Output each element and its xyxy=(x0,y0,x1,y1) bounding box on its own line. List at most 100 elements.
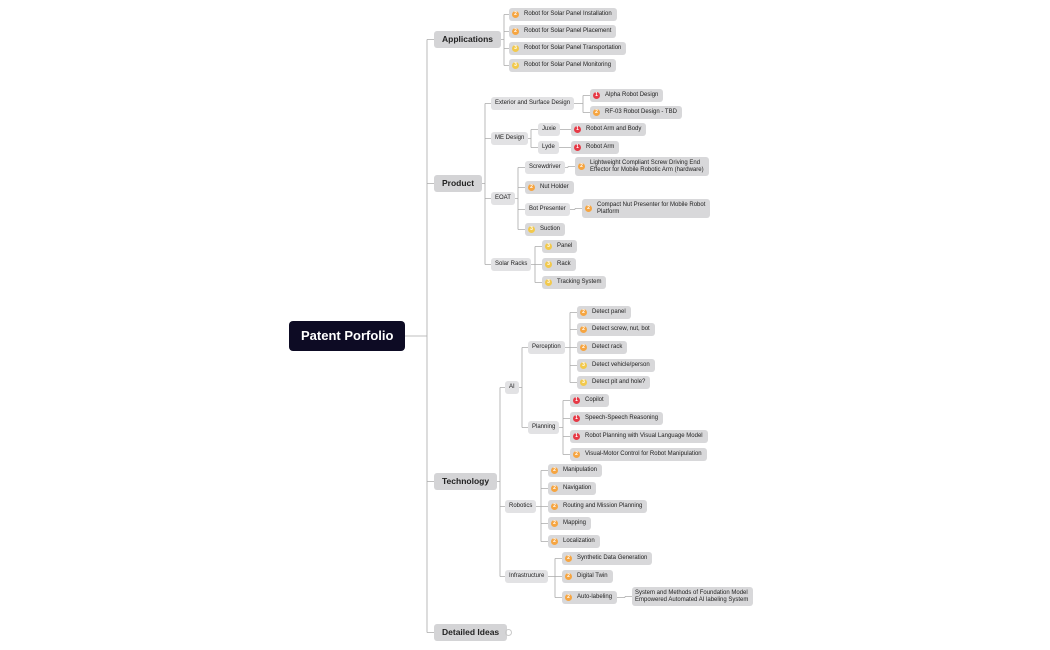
node-infrastructure[interactable]: Infrastructure xyxy=(505,570,549,583)
priority-2-icon: 2 xyxy=(580,309,587,316)
perception-item[interactable]: 3 Detect pit and hole? xyxy=(577,376,651,389)
connector-root xyxy=(405,39,434,633)
node-label: Digital Twin xyxy=(577,573,608,579)
connector-tech xyxy=(497,387,505,577)
node-ai[interactable]: AI xyxy=(505,381,519,394)
node-label: Visual-Motor Control for Robot Manipulat… xyxy=(585,451,702,457)
priority-3-icon: 3 xyxy=(580,362,587,369)
priority-3-icon: 3 xyxy=(580,379,587,386)
branch-technology[interactable]: Technology xyxy=(434,473,498,490)
priority-1-icon: 1 xyxy=(574,144,581,151)
node-exterior-surface-design[interactable]: Exterior and Surface Design xyxy=(491,97,575,110)
priority-2-icon: 2 xyxy=(528,184,535,191)
planning-item[interactable]: 1 Speech-Speech Reasoning xyxy=(570,412,664,425)
node-lyde[interactable]: Lyde xyxy=(538,141,559,154)
priority-2-icon: 2 xyxy=(551,485,558,492)
node-me-design[interactable]: ME Design xyxy=(491,132,529,145)
node-screwdriver[interactable]: Screwdriver xyxy=(525,161,565,174)
node-solar-racks[interactable]: Solar Racks xyxy=(491,258,532,271)
node-label: Detect pit and hole? xyxy=(592,379,646,385)
node-label: Speech-Speech Reasoning xyxy=(585,415,659,421)
rack-item[interactable]: 3 Rack xyxy=(542,258,576,271)
node-bot-presenter[interactable]: Bot Presenter xyxy=(525,203,570,216)
connector-perc xyxy=(565,312,577,383)
node-label: Robot Planning with Visual Language Mode… xyxy=(585,433,703,439)
perception-item[interactable]: 2 Detect panel xyxy=(577,306,631,319)
robotics-item[interactable]: 2 Localization xyxy=(548,535,600,548)
node-label: Detailed Ideas xyxy=(442,627,500,637)
node-label: AI xyxy=(509,384,515,390)
priority-2-icon: 2 xyxy=(565,573,572,580)
branch-detailed-ideas[interactable]: Detailed Ideas xyxy=(434,624,508,641)
priority-2-icon: 2 xyxy=(551,538,558,545)
priority-2-icon: 2 xyxy=(565,594,572,601)
application-item[interactable]: 2 Robot for Solar Panel Installation xyxy=(509,8,617,21)
node-perception[interactable]: Perception xyxy=(528,341,565,354)
branch-product[interactable]: Product xyxy=(434,175,483,192)
priority-1-icon: 1 xyxy=(573,397,580,404)
node-label: Perception xyxy=(532,344,561,350)
priority-3-icon: 3 xyxy=(545,261,552,268)
node-eoat[interactable]: EOAT xyxy=(491,192,515,205)
node-label: Detect panel xyxy=(592,309,626,315)
node-label: Nut Holder xyxy=(540,184,569,190)
node-label: Bot Presenter xyxy=(529,206,566,212)
auto-labeling-detail[interactable]: System and Methods of Foundation Model E… xyxy=(632,587,754,606)
infrastructure-item[interactable]: 2 Digital Twin xyxy=(562,570,613,583)
expand-toggle-icon[interactable] xyxy=(505,629,512,636)
branch-applications[interactable]: Applications xyxy=(434,31,502,48)
priority-1-icon: 1 xyxy=(573,415,580,422)
node-label: Product xyxy=(442,178,475,188)
node-juxie[interactable]: Juxie xyxy=(538,123,561,136)
node-label: Copilot xyxy=(585,397,604,403)
node-label: Routing and Mission Planning xyxy=(563,503,643,509)
planning-item[interactable]: 1 Robot Planning with Visual Language Mod… xyxy=(570,430,708,443)
planning-item[interactable]: 1 Copilot xyxy=(570,394,609,407)
node-label: Robot Arm and Body xyxy=(586,126,642,132)
connector-prod xyxy=(482,103,491,265)
node-label: Mapping xyxy=(563,520,587,526)
priority-2-icon: 2 xyxy=(512,28,519,35)
node-planning[interactable]: Planning xyxy=(528,421,560,434)
priority-2-icon: 2 xyxy=(512,11,519,18)
node-robotics[interactable]: Robotics xyxy=(505,500,537,513)
node-label: Juxie xyxy=(542,126,557,132)
priority-2-icon: 2 xyxy=(580,344,587,351)
priority-3-icon: 3 xyxy=(512,45,519,52)
node-label: Tracking System xyxy=(557,279,602,285)
priority-1-icon: 1 xyxy=(573,433,580,440)
node-label: Rack xyxy=(557,261,571,267)
node-label: Infrastructure xyxy=(509,573,545,579)
root-node[interactable]: Patent Porfolio xyxy=(289,321,406,351)
node-label: Panel xyxy=(557,243,573,249)
priority-2-icon: 2 xyxy=(580,326,587,333)
node-label: Exterior and Surface Design xyxy=(495,100,571,106)
node-label: Localization xyxy=(563,538,595,544)
node-label: Robot for Solar Panel Installation xyxy=(524,11,612,17)
node-nut-holder[interactable]: 2 Nut Holder xyxy=(525,181,574,194)
connector-infra xyxy=(548,558,562,598)
